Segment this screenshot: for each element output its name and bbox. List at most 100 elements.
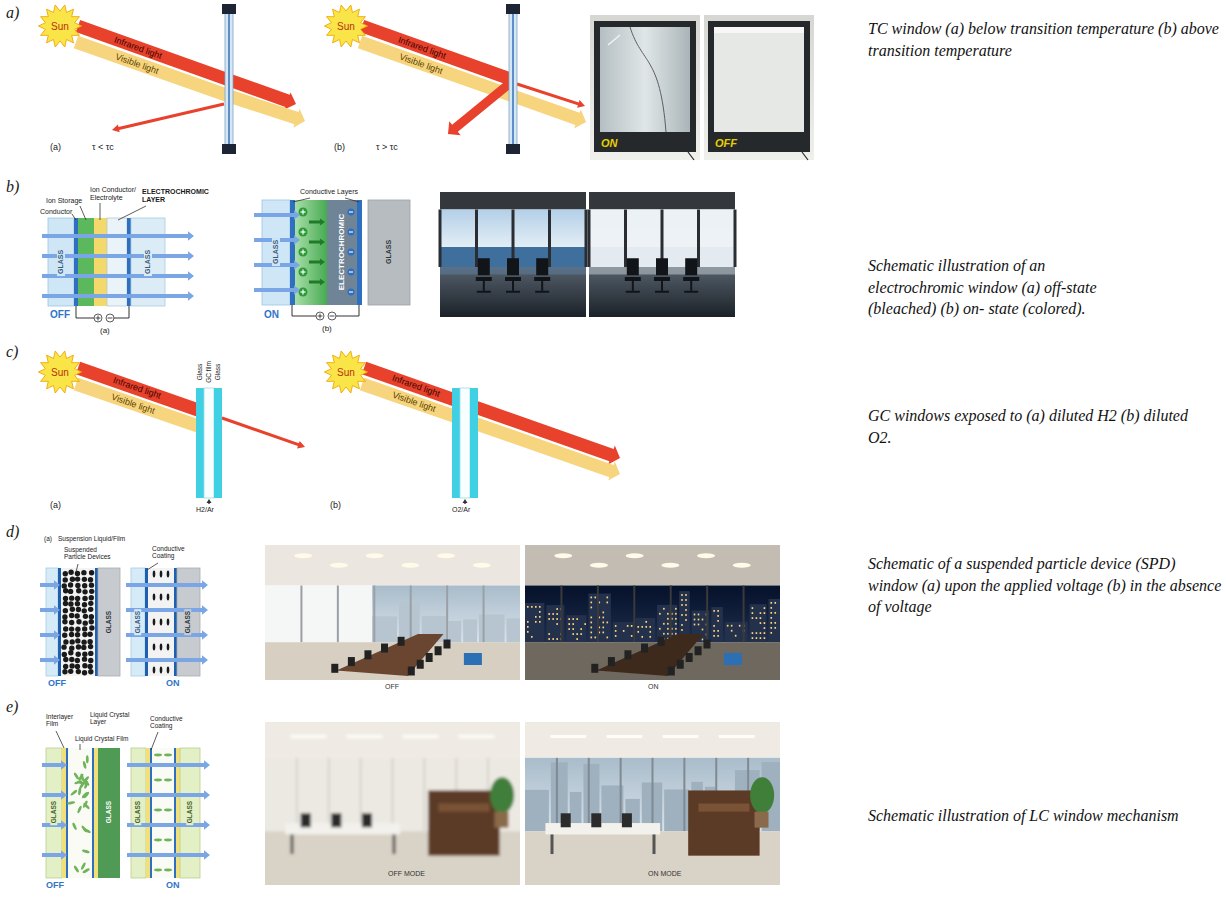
lit-window (770, 607, 772, 609)
mullion (624, 210, 627, 268)
lit-window (590, 637, 592, 639)
lit-window (681, 594, 683, 596)
suspended-particle (63, 596, 68, 601)
lit-window (631, 635, 633, 637)
sun-star (38, 5, 81, 47)
window-coating (512, 10, 514, 148)
subfigure-tag: (b) (330, 500, 341, 510)
chair-base (626, 291, 640, 293)
wood-cabinet (428, 790, 499, 855)
lit-window (556, 613, 558, 615)
lit-window (568, 618, 570, 620)
liquid-crystal-layer (68, 748, 92, 878)
blurred-view (265, 722, 520, 885)
minus-sign (349, 271, 353, 272)
lit-window (615, 635, 617, 637)
lit-window (770, 612, 772, 614)
lit-window (752, 612, 754, 614)
lit-window (539, 616, 541, 618)
light-arrow (126, 580, 208, 590)
lit-window (527, 621, 529, 623)
visible-beam (74, 36, 231, 102)
building (372, 616, 397, 642)
sun-burst: Sun (324, 4, 368, 48)
lit-window (527, 631, 529, 633)
lit-window (548, 638, 550, 640)
light-arrow (127, 760, 210, 770)
chair-leg (541, 281, 543, 291)
lit-window (681, 614, 683, 616)
layer-label: Glass (214, 364, 221, 381)
monitor (464, 653, 482, 665)
suspended-particle (88, 577, 93, 582)
lit-window (685, 604, 687, 606)
leader-line (80, 744, 81, 750)
chair (561, 813, 571, 827)
ion-plus (299, 268, 308, 277)
chair-base (477, 291, 491, 293)
conference-table (336, 634, 443, 676)
suspended-particle (75, 658, 80, 663)
lit-window (756, 637, 758, 639)
lit-window (675, 608, 677, 610)
minus-sign (330, 316, 335, 317)
liquid-crystal (82, 867, 90, 873)
lit-window (663, 623, 665, 625)
suspended-particle (75, 583, 80, 588)
aligned-particle (160, 667, 163, 674)
lit-window (717, 610, 719, 612)
suspended-particle (88, 601, 93, 606)
window-coating (228, 10, 230, 148)
conductor-layer (74, 218, 78, 306)
lit-window (681, 599, 683, 601)
cable (688, 152, 694, 160)
lit-window (535, 606, 537, 608)
suspended-particle (62, 583, 67, 588)
mullion (360, 758, 362, 831)
suspended-particle (63, 577, 68, 582)
light-arrow (40, 630, 60, 640)
chair-back (507, 258, 519, 275)
lit-window (531, 606, 533, 608)
lit-window (576, 618, 578, 620)
suspended-particle (75, 638, 80, 643)
suspended-particle (63, 588, 68, 593)
aligned-particle (167, 644, 170, 651)
suspended-particle (62, 633, 67, 638)
suspended-particle (63, 571, 68, 576)
plus-sign (320, 314, 321, 319)
chair (417, 660, 424, 669)
chair-leg (512, 281, 514, 291)
part-label: Suspension Liquid/Film (58, 535, 125, 542)
lit-window (739, 625, 741, 627)
mullion (706, 586, 708, 643)
chair (704, 640, 711, 649)
lit-window (698, 614, 700, 616)
ceiling-light (607, 735, 643, 738)
desk-leg (291, 834, 294, 854)
ceiling-light (437, 553, 455, 558)
chair-back (627, 258, 639, 275)
panel-letter: b) (6, 178, 19, 196)
suspended-particle (68, 601, 73, 606)
cabinet-shelf (438, 804, 489, 812)
lit-window (623, 630, 625, 632)
building (588, 594, 610, 643)
sun-label: Sun (337, 367, 355, 378)
suspended-particle (75, 601, 80, 606)
liquid-crystal (79, 781, 86, 789)
lit-window (637, 631, 639, 633)
suspended-particle (68, 669, 73, 674)
window-glass (714, 27, 804, 132)
lit-window (770, 617, 772, 619)
lit-window (590, 622, 592, 624)
lit-window (675, 618, 677, 620)
lit-window (576, 638, 578, 640)
sun-star (324, 5, 367, 47)
lit-window (770, 622, 772, 624)
reflection (608, 35, 620, 45)
aligned-particle (167, 619, 170, 626)
lit-window (659, 613, 661, 615)
conductor-layer (92, 748, 94, 878)
part-label: Conductive Layers (300, 188, 358, 196)
